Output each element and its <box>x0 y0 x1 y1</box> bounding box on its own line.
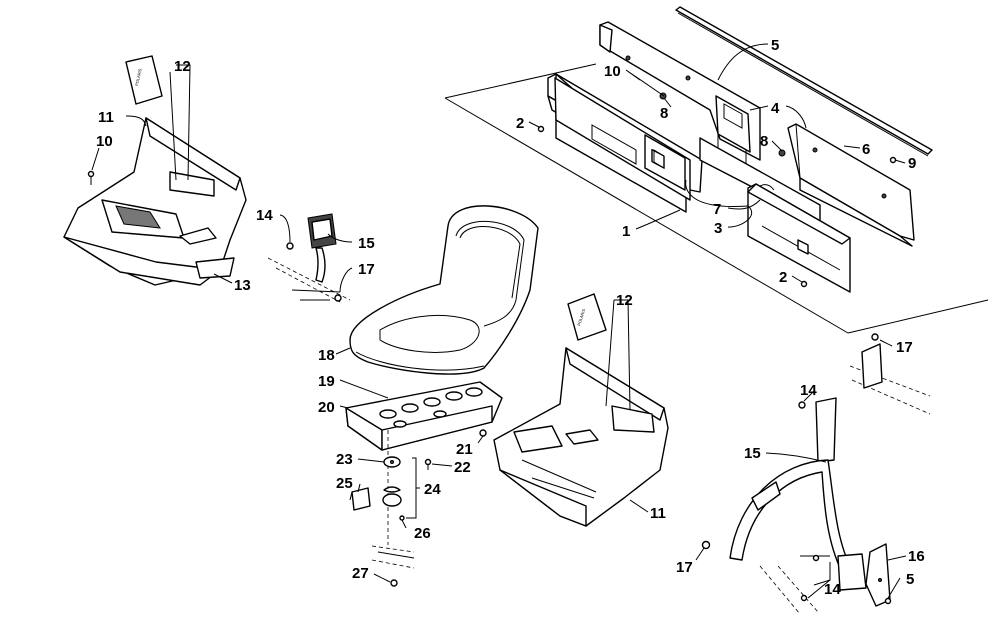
svg-text:POLARIS: POLARIS <box>576 308 586 326</box>
upper-bracket-panel-4 <box>599 21 761 172</box>
buckle-cover-16 <box>865 543 891 607</box>
callout-14: 14 <box>256 207 273 224</box>
seat-back-channel-5 <box>675 6 933 157</box>
rear-panel-assembly-outline <box>444 63 989 334</box>
svg-text:POLARIS: POLARIS <box>134 68 143 86</box>
fastener-21-icon <box>479 429 487 437</box>
callout-14: 14 <box>800 382 817 399</box>
left-belt-mount-detail <box>267 242 351 303</box>
side-bracket-6 <box>787 123 915 247</box>
callout-25: 25 <box>336 475 353 492</box>
callout-2: 2 <box>779 269 787 286</box>
callout-1: 1 <box>622 223 630 240</box>
callout-18: 18 <box>318 347 335 364</box>
callout-14: 14 <box>824 581 841 598</box>
left-seat-base-11 <box>63 117 247 286</box>
callout-19: 19 <box>318 373 335 390</box>
callout-10: 10 <box>604 63 621 80</box>
callout-20: 20 <box>318 399 335 416</box>
callout-4: 4 <box>771 100 780 117</box>
left-seat-belt-15 <box>307 213 337 283</box>
callout-16: 16 <box>908 548 925 565</box>
callout-22: 22 <box>454 459 471 476</box>
right-belt-floor-detail <box>759 554 892 615</box>
callout-3: 3 <box>714 220 722 237</box>
callout-11: 11 <box>650 505 666 522</box>
callout-2: 2 <box>516 115 524 132</box>
left-storage-lid-12: POLARIS <box>125 55 163 105</box>
callout-12: 12 <box>616 292 633 309</box>
callout-12: 12 <box>174 58 191 75</box>
callout-15: 15 <box>358 235 375 252</box>
callout-labels: 1 2 2 3 4 5 5 6 7 8 8 9 10 10 11 11 12 1… <box>96 37 925 598</box>
seat-pan-20 <box>345 381 503 451</box>
callout-5: 5 <box>906 571 914 588</box>
lower-panel-2 <box>747 183 851 293</box>
screw-2a-icon <box>537 125 545 133</box>
leader-lines <box>91 43 907 599</box>
callout-6: 6 <box>862 141 870 158</box>
callout-17: 17 <box>676 559 693 576</box>
callout-17: 17 <box>896 339 913 356</box>
right-seat-belt-15 <box>701 397 867 591</box>
screw-22-icon <box>424 458 432 466</box>
screw-2b-icon <box>800 280 808 288</box>
screw-10-icon <box>87 170 95 178</box>
callout-5: 5 <box>771 37 779 54</box>
callout-26: 26 <box>414 525 431 542</box>
callout-24: 24 <box>424 481 441 498</box>
nut-8b-icon <box>778 149 786 157</box>
right-seat-base-11 <box>493 347 669 527</box>
callout-8: 8 <box>660 105 668 122</box>
rear-panel-3 <box>547 73 703 213</box>
seat-latch-assembly <box>349 430 415 587</box>
seat-cushion-18 <box>349 205 539 375</box>
callout-8: 8 <box>760 133 768 150</box>
callout-17: 17 <box>358 261 375 278</box>
callout-13: 13 <box>234 277 251 294</box>
callout-9: 9 <box>908 155 916 172</box>
callout-21: 21 <box>456 441 473 458</box>
callout-7: 7 <box>713 201 721 218</box>
callout-27: 27 <box>352 565 369 582</box>
callout-15: 15 <box>744 445 761 462</box>
callout-10: 10 <box>96 133 113 150</box>
callout-11: 11 <box>98 109 114 126</box>
right-storage-lid-12: POLARIS <box>567 293 607 341</box>
right-belt-mount-detail <box>849 333 931 415</box>
washer-9-icon <box>889 156 897 164</box>
callout-23: 23 <box>336 451 353 468</box>
